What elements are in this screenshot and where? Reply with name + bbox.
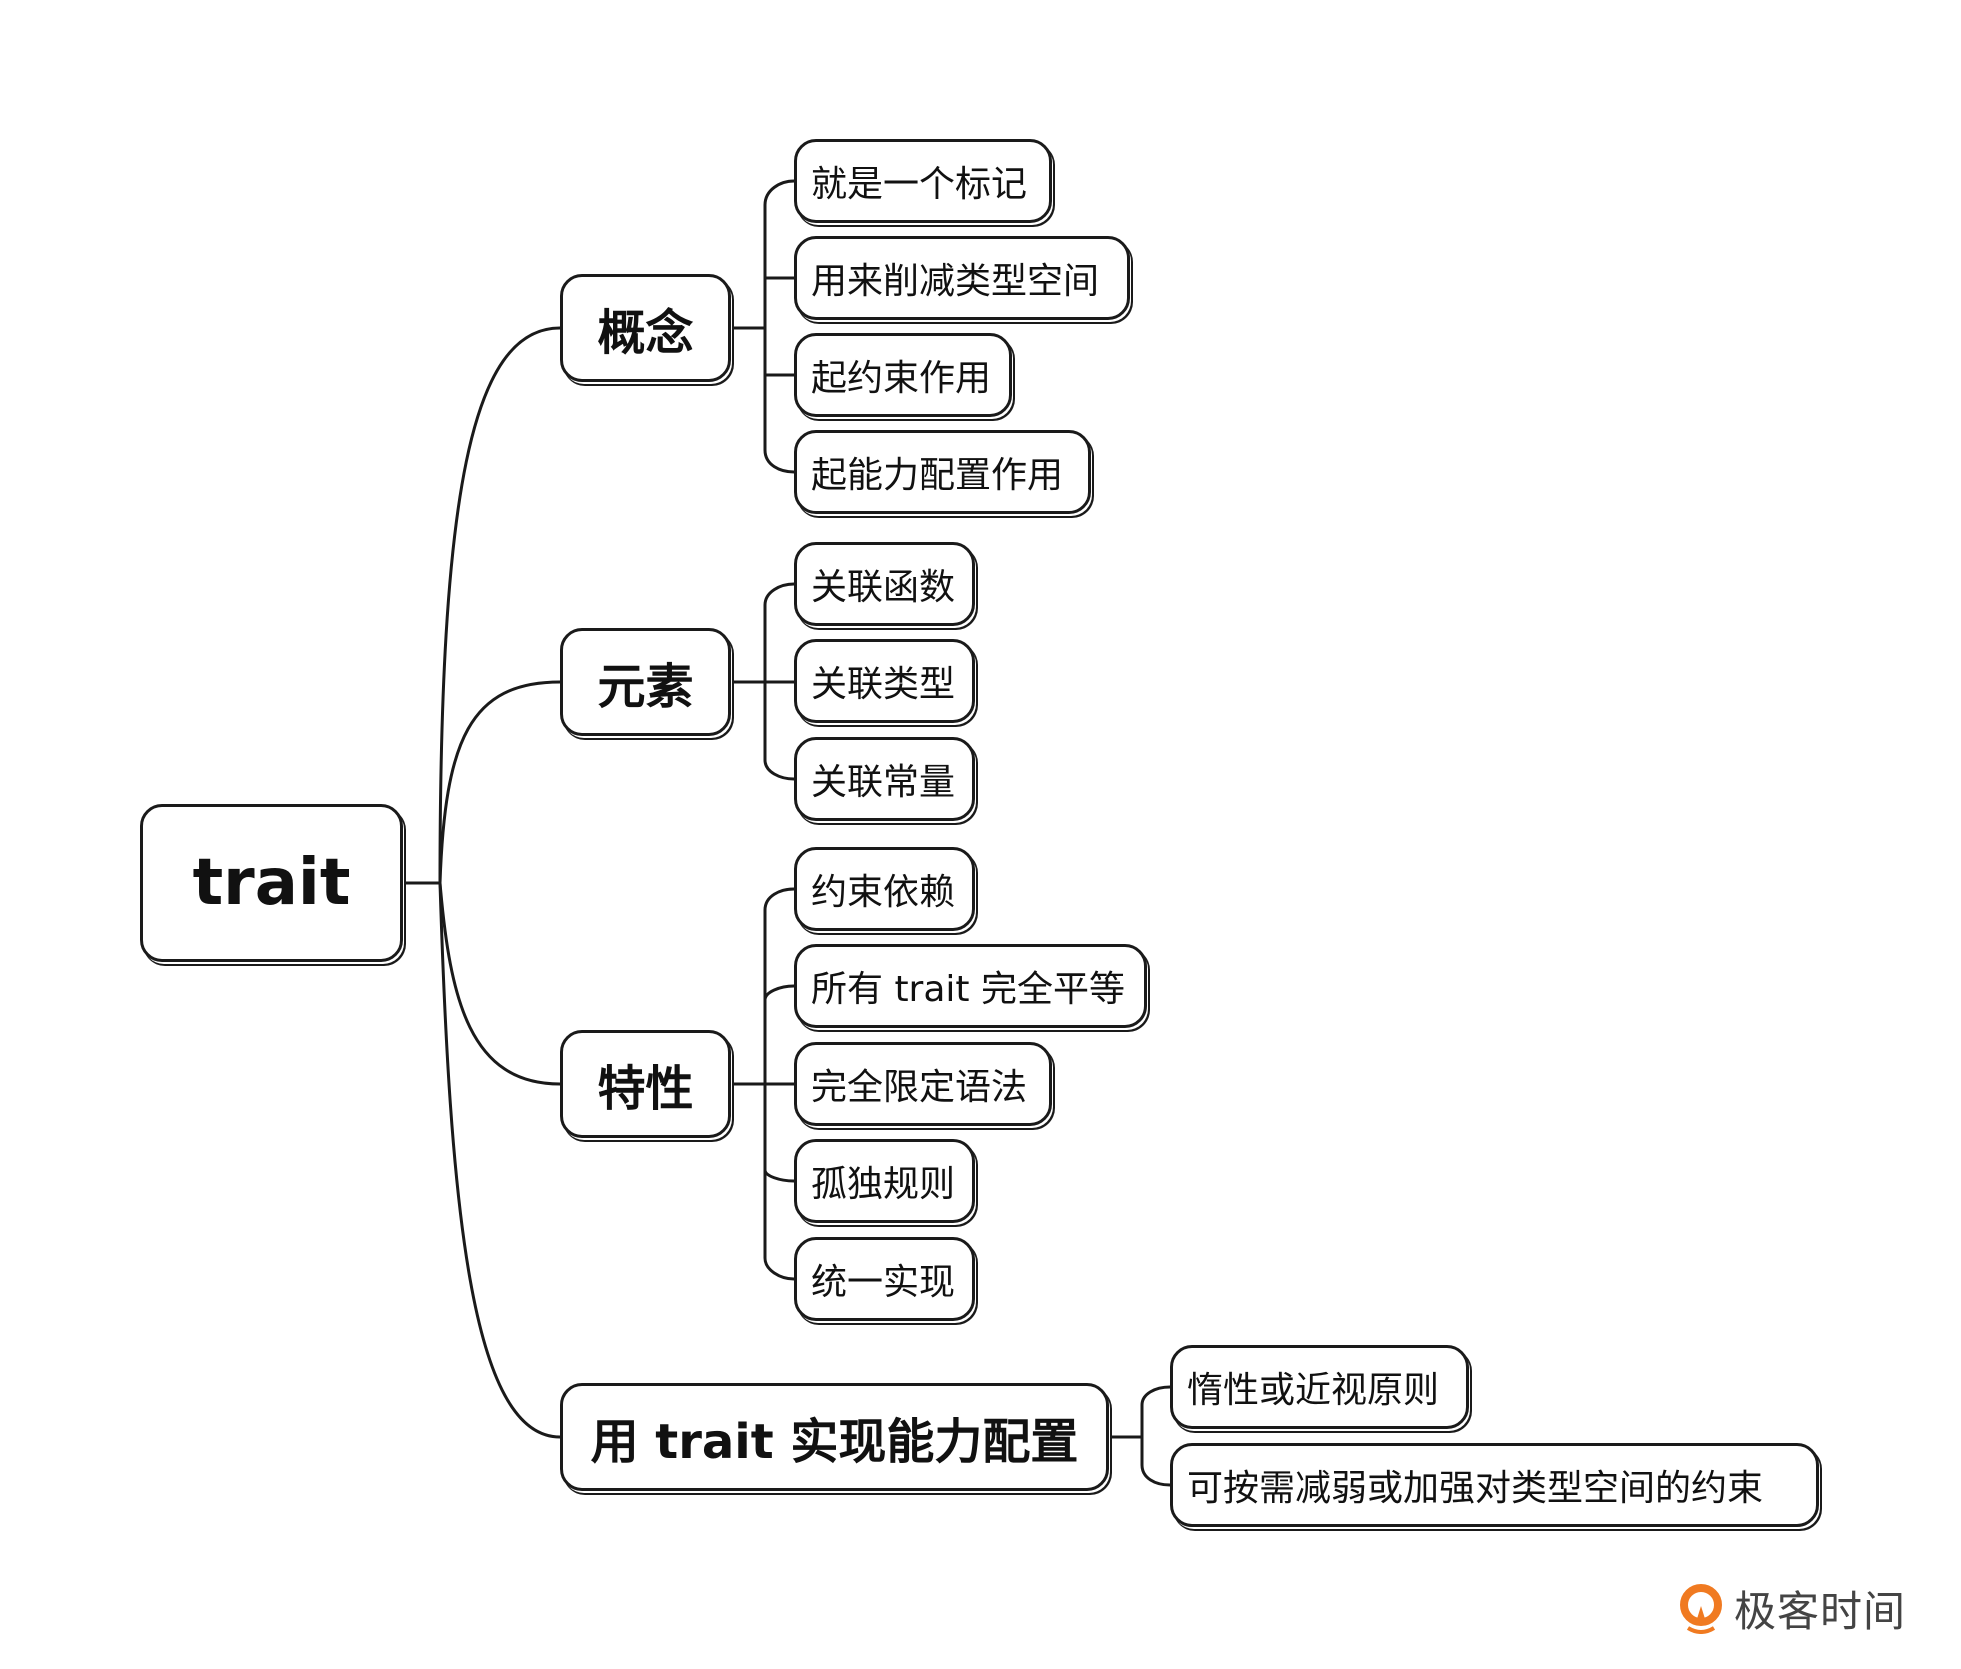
leaf-label: 完全限定语法 bbox=[811, 1067, 1028, 1108]
root-label: trait bbox=[192, 846, 351, 920]
leaf-node: 起约束作用 bbox=[794, 333, 1012, 417]
leaf-label: 关联常量 bbox=[811, 762, 956, 803]
leaf-node: 用来削减类型空间 bbox=[794, 236, 1130, 320]
leaf-label: 约束依赖 bbox=[811, 872, 956, 913]
leaf-node: 完全限定语法 bbox=[794, 1042, 1052, 1126]
leaf-node: 就是一个标记 bbox=[794, 139, 1052, 223]
root-node: trait bbox=[140, 804, 403, 962]
leaf-node: 可按需减弱或加强对类型空间的约束 bbox=[1170, 1443, 1819, 1527]
leaf-label: 关联类型 bbox=[811, 664, 956, 705]
leaf-label: 起能力配置作用 bbox=[811, 455, 1064, 496]
geektime-logo: 极客时间 bbox=[1678, 1578, 1906, 1639]
leaf-node: 约束依赖 bbox=[794, 847, 975, 931]
leaf-node: 孤独规则 bbox=[794, 1139, 975, 1223]
leaf-node: 关联常量 bbox=[794, 737, 975, 821]
leaf-node: 关联类型 bbox=[794, 639, 975, 723]
branch-properties: 特性 bbox=[560, 1030, 731, 1138]
leaf-label: 起约束作用 bbox=[811, 358, 992, 399]
branch-label: 概念 bbox=[597, 305, 694, 361]
branch-label: 用 trait 实现能力配置 bbox=[590, 1414, 1079, 1470]
leaf-node: 统一实现 bbox=[794, 1237, 975, 1321]
leaf-label: 孤独规则 bbox=[811, 1164, 956, 1205]
leaf-label: 所有 trait 完全平等 bbox=[811, 969, 1125, 1010]
leaf-label: 惰性或近视原则 bbox=[1187, 1370, 1440, 1411]
branch-concept: 概念 bbox=[560, 274, 731, 382]
logo-icon bbox=[1678, 1583, 1724, 1634]
leaf-label: 统一实现 bbox=[811, 1262, 956, 1303]
leaf-label: 可按需减弱或加强对类型空间的约束 bbox=[1187, 1468, 1764, 1509]
leaf-label: 就是一个标记 bbox=[811, 164, 1028, 205]
leaf-node: 惰性或近视原则 bbox=[1170, 1345, 1469, 1429]
logo-text: 极客时间 bbox=[1734, 1587, 1907, 1636]
leaf-node: 所有 trait 完全平等 bbox=[794, 944, 1147, 1028]
leaf-label: 关联函数 bbox=[811, 567, 956, 608]
branch-label: 元素 bbox=[597, 659, 694, 715]
branch-label: 特性 bbox=[597, 1061, 694, 1117]
branch-elements: 元素 bbox=[560, 628, 731, 736]
leaf-node: 起能力配置作用 bbox=[794, 430, 1091, 514]
leaf-label: 用来削减类型空间 bbox=[811, 261, 1100, 302]
leaf-node: 关联函数 bbox=[794, 542, 975, 626]
branch-capability-config: 用 trait 实现能力配置 bbox=[560, 1383, 1109, 1491]
